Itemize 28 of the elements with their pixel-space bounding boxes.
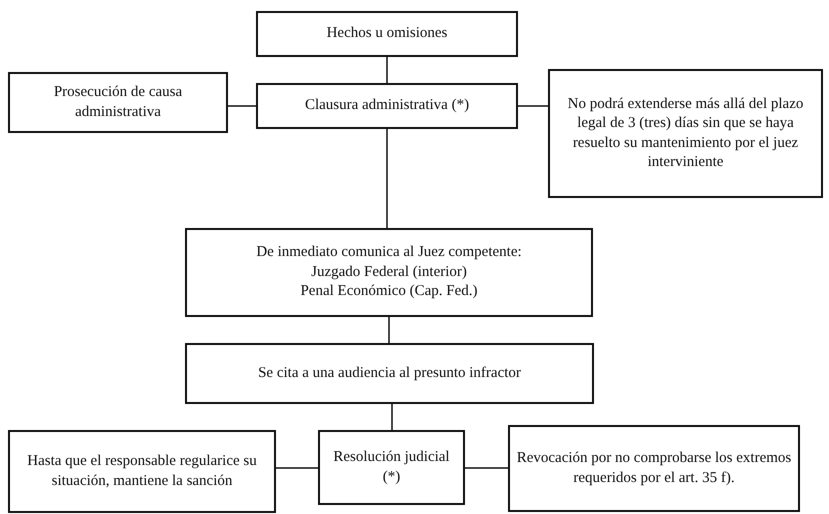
box-text: Hechos u omisiones: [326, 24, 448, 44]
process-box: [256, 11, 518, 57]
box-text: Prosecución de causa administrativa: [52, 83, 184, 122]
box-text: Revocación por no comprobarse los extremos requeridos por el art. 35 f).: [516, 449, 792, 488]
connector-line: [228, 105, 256, 107]
process-box: [185, 228, 593, 317]
connector-line: [465, 467, 508, 469]
process-box: [185, 343, 594, 404]
process-box: [8, 72, 228, 133]
process-box: [318, 430, 465, 505]
process-box: [256, 83, 518, 129]
connector-line: [386, 57, 388, 83]
box-text: Se cita a una audiencia al presunto infractor: [258, 364, 521, 383]
box-text: Clausura administrativa (*): [304, 96, 470, 116]
box-text: Penal Económico (Cap. Fed.): [300, 282, 478, 302]
box-text: Resolución judicial (*): [332, 448, 451, 486]
connector-line: [276, 467, 318, 469]
process-box: [8, 430, 276, 513]
connector-line: [518, 105, 548, 107]
box-text: No podrá extenderse más allá del plazo legal de 3 (tres) días sin que se haya resuelto su mantenimiento por el juez interviniente: [566, 94, 804, 172]
box-text: De inmediato comunica al Juez competente:: [256, 243, 522, 262]
connector-line: [388, 317, 390, 343]
process-box: [508, 425, 800, 512]
box-text: Hasta que el responsable regularice su situación, mantiene la sanción: [26, 452, 258, 490]
process-box: [548, 69, 823, 198]
connector-line: [391, 404, 393, 430]
connector-line: [386, 129, 388, 228]
box-text: Juzgado Federal (interior): [311, 262, 467, 282]
